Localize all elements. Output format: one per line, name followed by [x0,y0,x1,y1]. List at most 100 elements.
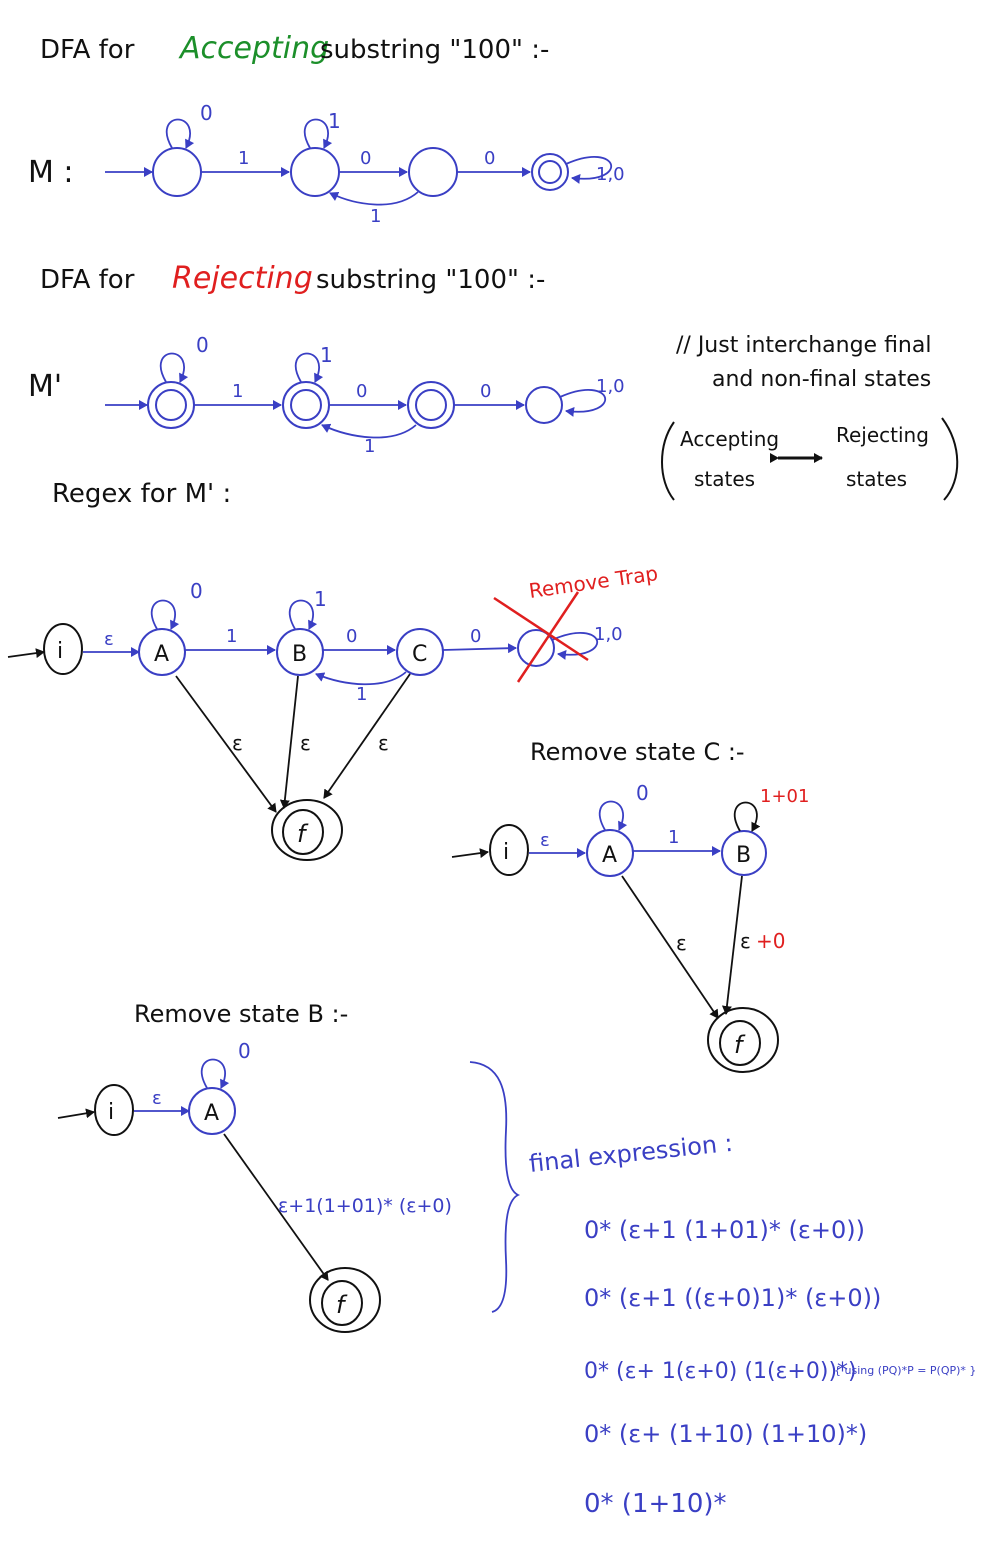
noc-initial-label: i [503,840,509,865]
noc-edge-b-f-eps: ε [740,929,751,953]
gnfa-final-label: f [297,820,309,848]
gnfa-final-outer [271,799,343,861]
gnfa-edge-b-f [279,675,299,809]
noc-edge-b-f [721,875,743,1015]
noc-state-b [721,830,767,876]
gnfa-without-b: i ε A 0 ε+1(1+01)* (ε+0) f [57,1039,521,1333]
noc-final-label: f [734,1031,746,1059]
mp-edge-q2q3-label: 0 [480,381,491,402]
noc-loop-a [598,800,628,831]
mp-edge-q1q2-label: 0 [356,381,367,402]
trap-cross-line-2 [516,591,580,683]
note-line-1: // Just interchange final [676,333,931,358]
gnfa-edge-c-f [323,673,411,799]
noc-initial-state [489,824,529,876]
heading-accept-word: Accepting [178,31,329,66]
dfa-state-q2 [408,147,458,197]
noc-edge-a-f-label: ε [676,931,687,955]
note-right-paren [941,417,959,501]
noc-edge-a-b-label: 1 [668,827,679,848]
gnfa-final-inner [282,809,324,855]
final-step-2: 0* (ε+1 ((ε+0)1)* (ε+0)) [584,1284,881,1312]
noc-loop-b [733,801,761,832]
final-step-5: 0* (1+10)* [584,1489,727,1519]
gnfa-state-c-label: C [412,642,427,667]
final-using-note: { using (PQ)*P = P(QP)* } [834,1364,976,1377]
dfa-prime-state-q0-inner [155,389,187,421]
gnfa-loop-trap [551,632,599,660]
gnfa-trap-state [517,629,555,667]
nob-final-inner [321,1280,363,1326]
gnfa-state-b [276,628,324,676]
gnfa-loop-b-label: 1 [314,587,327,611]
edge-q2-q1 [329,191,419,206]
gnfa-state-c [396,628,444,676]
nob-edge-i-a-label: ε [152,1088,162,1109]
gnfa-state-a-label: A [154,642,169,667]
note-left-bottom: states [694,467,755,491]
dfa-prime-state-q2-inner [415,389,447,421]
gnfa-initial-state [43,623,83,675]
gnfa-loop-a [150,599,180,630]
dfa-m: M : 0 1 1,0 1 0 0 1 [28,101,625,227]
gnfa-edge-b-c-label: 0 [346,626,357,647]
gnfa-edge-i-a-label: ε [104,629,114,650]
m-loop-q0-label: 0 [200,101,213,125]
note-left-top: Accepting [680,427,779,451]
dfa-prime-state-q1-outer [282,381,330,429]
noc-edge-b-f-plus: +0 [756,929,785,953]
m-edge-q2q3-label: 0 [484,148,495,169]
final-step-4: 0* (ε+ (1+10) (1+10)*) [584,1420,867,1448]
final-expression-label: final expression : [528,1129,734,1178]
heading-reject-word: Rejecting [172,261,313,296]
final-brace [469,1061,521,1313]
m-loop-q3-label: 1,0 [596,164,625,185]
gnfa-full: i ε A B C 0 1 1,0 1 0 0 1 Remove Trap ε … [7,561,659,861]
nob-initial-state [94,1084,134,1136]
regex-title: Regex for M' : [52,479,231,509]
loop-q3 [565,156,613,184]
heading-rejecting: DFA for Rejecting substring "100" :- [40,261,545,296]
gnfa-edge-c-trap [442,643,517,654]
gnfa-edge-c-trap-label: 0 [470,626,481,647]
final-expression-block: final expression : 0* (ε+1 (1+01)* (ε+0)… [528,1129,977,1519]
noc-final-inner [719,1020,761,1066]
heading-accepting: DFA for Accepting substring "100" :- [40,31,549,66]
gnfa-start-arrow [7,648,45,659]
loop-q1 [303,118,333,149]
noc-loop-a-label: 0 [636,781,649,805]
noc-state-a-label: A [602,843,617,868]
note-right-bottom: states [846,467,907,491]
m-loop-q1-label: 1 [328,109,341,133]
mp-loop-q3-label: 1,0 [596,376,625,397]
mp-loop-q0-label: 0 [196,333,209,357]
gnfa-state-a [138,628,186,676]
dfa-state-q3-outer [531,153,569,191]
dfa-prime-state-q1-inner [290,389,322,421]
gnfa-loop-b [288,599,318,630]
loop-prime-q0 [159,352,189,383]
mp-edge-q2q1-label: 1 [364,436,375,457]
note-left-paren [661,421,675,501]
side-note: // Just interchange final and non-final … [661,333,959,501]
nob-final-outer [309,1267,381,1333]
nob-edge-a-f [223,1133,329,1281]
trap-cross-line-1 [493,596,589,662]
dfa-m-prime: M' 0 1 1,0 1 0 0 1 [28,333,625,457]
noc-state-b-label: B [736,843,751,868]
gnfa-edge-c-b-label: 1 [356,684,367,705]
gnfa-edge-c-b [315,671,407,686]
noc-edge-a-f [621,875,719,1019]
nob-loop-a-label: 0 [238,1039,251,1063]
gnfa-loop-trap-label: 1,0 [594,624,623,645]
gnfa-edge-a-b-label: 1 [226,626,237,647]
mp-loop-q1-label: 1 [320,343,333,367]
machine-m-label: M : [28,155,74,190]
gnfa-edge-a-f [175,675,277,813]
note-line-2: and non-final states [712,367,931,392]
dfa-prime-state-q3 [525,386,563,424]
m-edge-q0q1-label: 1 [238,148,249,169]
gnfa-initial-label: i [57,639,63,664]
remove-b-title: Remove state B :- [134,1000,348,1028]
